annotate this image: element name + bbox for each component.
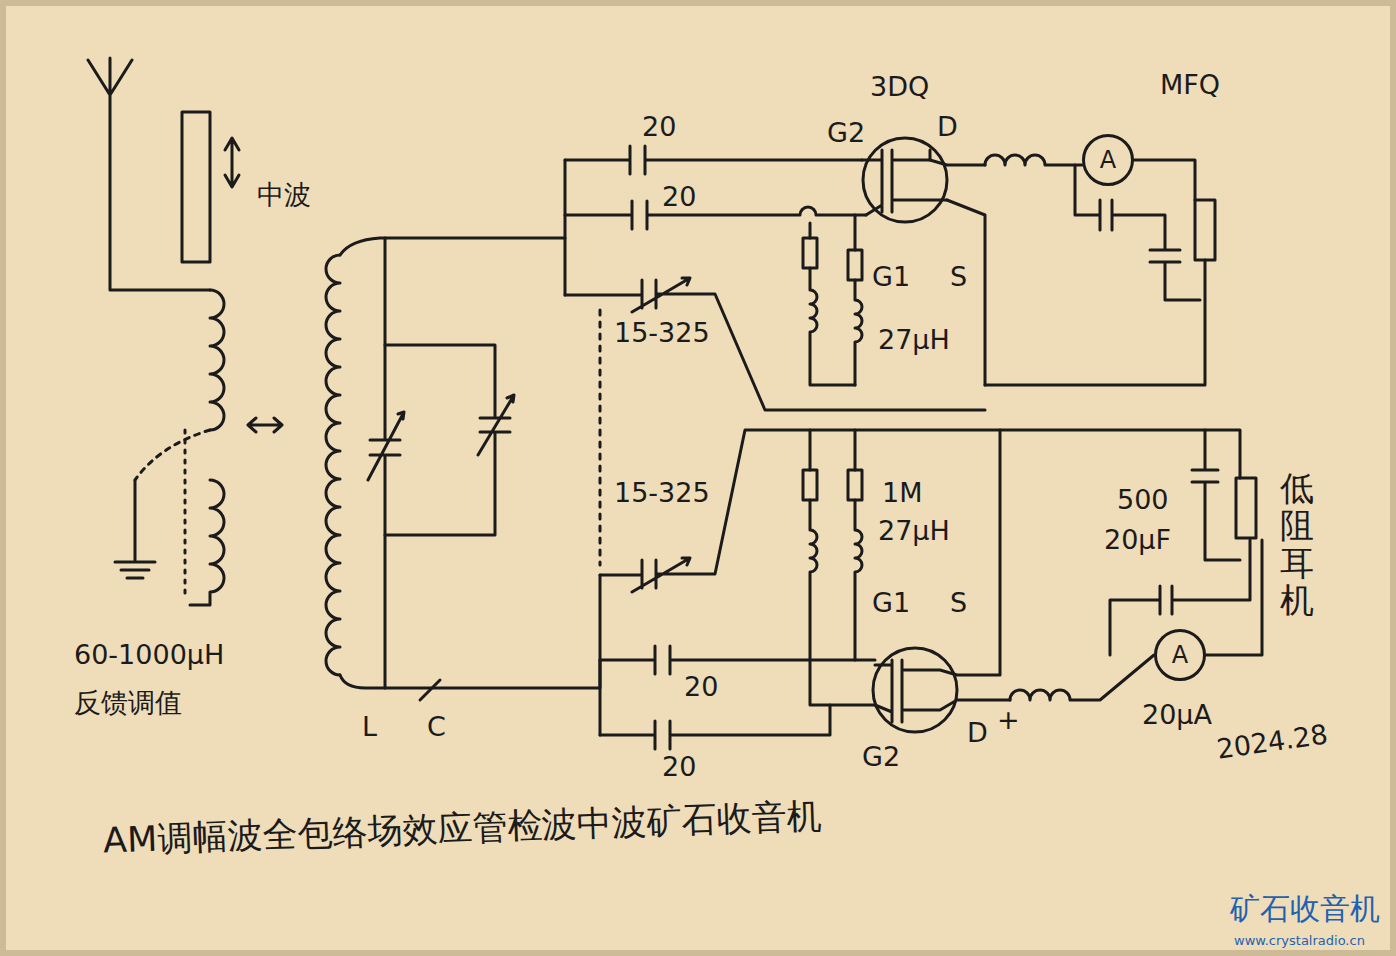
capacitor-value: 15-325 — [612, 318, 712, 348]
part-name: L — [360, 712, 379, 742]
caption: AM调幅波全包络场效应管检波中波矿石收音机 — [99, 792, 825, 864]
inductor-value: 60-1000μH — [72, 640, 226, 670]
capacitor-value: 20 — [660, 752, 698, 782]
part-name: C — [425, 712, 448, 742]
band-label: 中波 — [255, 180, 313, 210]
ammeter-symbol: A — [1154, 629, 1206, 681]
meter-range: 20μA — [1140, 700, 1214, 730]
watermark: www.crystalradio.cn — [1232, 934, 1367, 948]
watermark: 矿石收音机 — [1228, 892, 1382, 925]
meter-letter: A — [1172, 643, 1188, 667]
pin-name: G1 — [870, 262, 912, 292]
device-name: 低阻耳机 — [1278, 470, 1316, 620]
date-note: 2024.28 — [1213, 719, 1332, 764]
pin-name: D — [935, 112, 960, 142]
meter-letter: A — [1100, 148, 1116, 172]
pin-name: G2 — [860, 742, 902, 772]
pin-name: S — [948, 262, 969, 292]
resistor-value: 1M — [880, 478, 924, 508]
capacitor-value: 20 — [640, 112, 678, 142]
note: 反馈调值 — [72, 688, 184, 718]
pin-name: G1 — [870, 588, 912, 618]
inductor-value: 27μH — [876, 325, 952, 355]
capacitor-value: 20μF — [1102, 525, 1173, 555]
capacitor-value: 20 — [682, 672, 720, 702]
part-number: 3DQ — [868, 72, 931, 102]
inductor-value: 27μH — [876, 516, 952, 546]
part-number: MFQ — [1158, 70, 1222, 100]
pin-name: G2 — [825, 118, 867, 148]
ammeter-symbol: A — [1082, 134, 1134, 186]
capacitor-value: 15-325 — [612, 478, 712, 508]
pin-name: S — [948, 588, 969, 618]
capacitor-value: 500 — [1115, 485, 1171, 515]
polarity-mark: + — [995, 705, 1022, 735]
capacitor-value: 20 — [660, 182, 698, 212]
pin-name: D — [965, 718, 990, 748]
